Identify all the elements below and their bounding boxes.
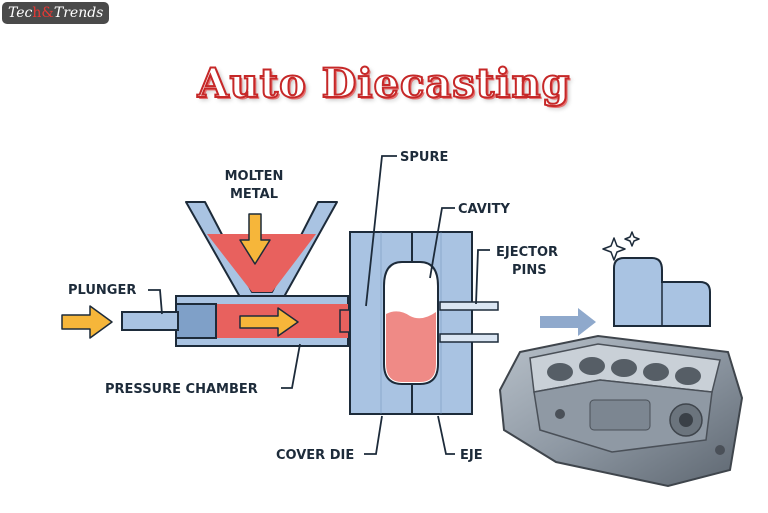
- engine-block-image: [498, 334, 744, 488]
- page-title: Auto Diecasting: [196, 59, 571, 108]
- cast-part-icon: [613, 257, 711, 327]
- brand-prefix: Tec: [8, 5, 33, 21]
- plunger-head: [175, 303, 217, 339]
- label-molten-metal-2: METAL: [230, 187, 278, 202]
- brand-badge: Tech&Trends: [2, 2, 110, 24]
- plunger-arrow: [61, 305, 113, 339]
- sparkle-icon: [602, 231, 640, 261]
- pressure-chamber: [121, 295, 349, 347]
- plunger-rod: [121, 311, 179, 331]
- label-plunger: PLUNGER: [68, 283, 136, 298]
- label-cover-die: COVER DIE: [276, 448, 354, 463]
- label-spure: SPURE: [400, 150, 448, 165]
- molten-metal-arrow: [239, 213, 271, 265]
- label-cavity: CAVITY: [458, 202, 510, 217]
- label-ejector-pins-1: EJECTOR: [496, 245, 558, 260]
- label-ejector-pins-2: PINS: [512, 263, 547, 278]
- label-pressure-chamber: PRESSURE CHAMBER: [105, 382, 258, 397]
- label-ejector-die: EJE: [460, 448, 483, 463]
- label-molten-metal-1: MOLTEN: [225, 169, 284, 184]
- brand-suffix: Trends: [53, 5, 104, 21]
- brand-amp: h&: [32, 5, 54, 21]
- leader-lines: [148, 155, 490, 455]
- ejector-pins: [439, 301, 499, 343]
- flow-arrow: [239, 307, 299, 337]
- arrow-right-icon: [540, 308, 596, 336]
- molten-metal-pool: [207, 234, 316, 292]
- cavity: [383, 261, 439, 385]
